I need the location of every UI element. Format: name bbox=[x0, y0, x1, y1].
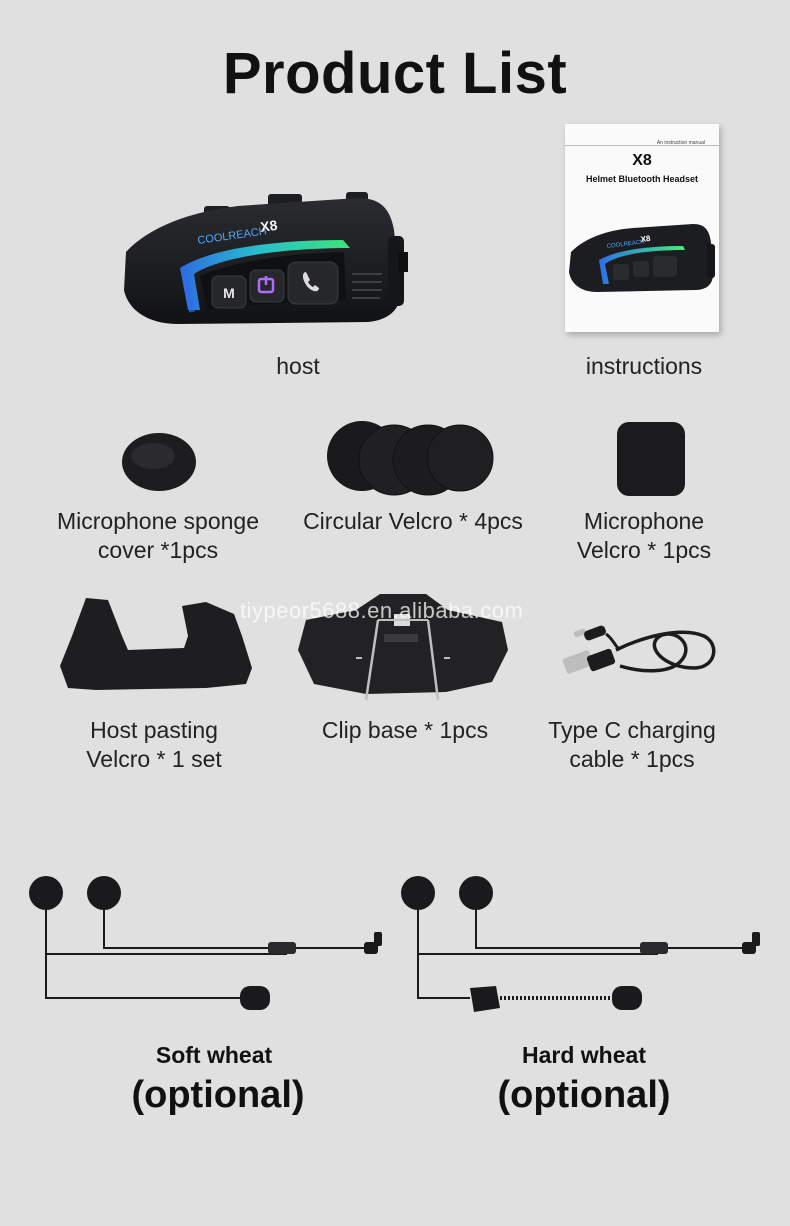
option-hard-wheat-note: (optional) bbox=[497, 1074, 671, 1116]
label-clip-base: Clip base * 1pcs bbox=[321, 717, 489, 743]
instruction-manual-image: An instruction manual X8 Helmet Bluetoot… bbox=[565, 124, 719, 332]
label-mic-sponge: Microphone sponge cover *1pcs bbox=[56, 508, 260, 563]
hard-wheat-headset-image bbox=[400, 874, 770, 1024]
option-hard-wheat-title: Hard wheat bbox=[522, 1042, 646, 1068]
label-mic-velcro: Microphone Velcro * 1pcs bbox=[576, 508, 712, 563]
circular-velcro-image bbox=[326, 418, 494, 498]
page-title: Product List bbox=[222, 41, 568, 106]
label-instructions: instructions bbox=[585, 353, 703, 379]
typec-cable-image bbox=[560, 622, 720, 692]
mic-velcro-image bbox=[617, 422, 685, 496]
option-soft-wheat-note: (optional) bbox=[131, 1074, 305, 1116]
svg-text:M: M bbox=[223, 285, 235, 301]
manual-subtitle: Helmet Bluetooth Headset bbox=[585, 174, 699, 184]
svg-text:X8: X8 bbox=[640, 234, 651, 244]
manual-model: X8 bbox=[632, 152, 652, 169]
label-host: host bbox=[276, 353, 320, 379]
host-device-image: M COOLREACH X8 bbox=[118, 190, 413, 335]
svg-text:COOLREACH: COOLREACH bbox=[607, 239, 645, 250]
manual-top-note: An instruction manual bbox=[656, 140, 705, 146]
clip-base-image bbox=[296, 590, 510, 710]
option-soft-wheat-title: Soft wheat bbox=[155, 1042, 273, 1068]
manual-rule bbox=[565, 145, 719, 146]
label-circular-velcro: Circular Velcro * 4pcs bbox=[303, 508, 523, 534]
watermark: tiypeor5688.en.alibaba.com bbox=[240, 598, 524, 623]
label-host-velcro: Host pasting Velcro * 1 set bbox=[86, 717, 222, 772]
device-model-text: X8 bbox=[259, 217, 278, 235]
soft-wheat-headset-image bbox=[28, 874, 388, 1024]
manual-device-picture: COOLREACH X8 bbox=[569, 224, 715, 292]
mic-sponge-image bbox=[120, 432, 198, 492]
label-typec-cable: Type C charging cable * 1pcs bbox=[548, 717, 716, 772]
host-velcro-image bbox=[56, 596, 256, 692]
